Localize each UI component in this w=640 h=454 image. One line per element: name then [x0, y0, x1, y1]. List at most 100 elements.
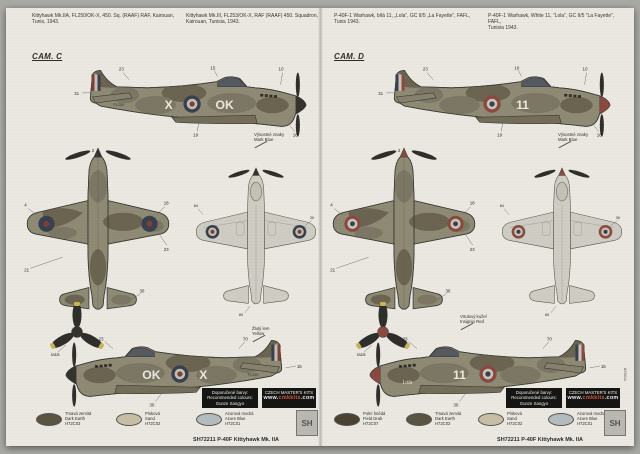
- edge-print-code: 829011: [623, 368, 628, 382]
- paint-code: H72C01: [225, 420, 241, 426]
- info-line: Recommended colours:: [511, 395, 557, 401]
- plan-view-lower: 84 30 89: [500, 167, 623, 317]
- annotation-line: Mark Blue: [254, 137, 274, 142]
- paint-name-en: Sand: [145, 415, 155, 421]
- annotation-line: Výsostné znaky: [558, 132, 589, 137]
- svg-text:89: 89: [545, 313, 549, 317]
- annotation-line: Yellow: [252, 331, 265, 336]
- chin-radiator: [556, 182, 568, 202]
- url-part: www.: [263, 395, 279, 402]
- svg-text:18: 18: [470, 201, 475, 206]
- paint-callouts: 23 70 15 30: [403, 337, 607, 408]
- side-profile-bottom: 11 Lola 23 70 15 30: [369, 337, 607, 408]
- cam-d-label: CAM. D: [334, 52, 365, 61]
- side-profile-top: X OK FL250 23 15 10 31 19 18: [74, 65, 307, 138]
- caption-scheme-d-czech: P-40F-1 Warhawk, bílá 11, „Lola“, GC II/…: [334, 13, 484, 25]
- svg-text:70: 70: [547, 337, 552, 342]
- paint-code: H72C07: [363, 420, 379, 426]
- svg-text:16: 16: [514, 65, 519, 70]
- website-url: www.cmkkits.com: [567, 396, 619, 401]
- paint-callouts: 23 15 10 31 19 18: [74, 65, 298, 137]
- svg-text:23: 23: [119, 67, 124, 72]
- paint-name-cs: Polní hnědá: [363, 411, 386, 416]
- website-box: CZECH MASTER'S KITS www.cmkkits.com: [566, 388, 620, 408]
- caption-line: P-40F-1 Warhawk, White 11, “Lola”, GC II…: [488, 13, 615, 26]
- annotation-line: Vrtulový kužel: [460, 314, 487, 319]
- spinner-hub: [377, 326, 389, 338]
- paint-name-en: Field Drab: [363, 415, 383, 421]
- svg-text:18: 18: [164, 201, 169, 206]
- upper-wing-roundel-left: [38, 215, 55, 232]
- paint-callouts: 2 4 18 23 21 30: [330, 148, 475, 300]
- spinner: [93, 147, 103, 158]
- spinner: [558, 167, 566, 176]
- fuselage-roundel: [171, 365, 189, 383]
- svg-text:30: 30: [453, 403, 458, 408]
- caption-line: Tunis 1943.: [334, 19, 360, 26]
- paint-callouts: 84 30 89: [194, 204, 314, 317]
- cam-c-label: CAM. C: [32, 52, 63, 61]
- paint-swatch: [406, 412, 432, 426]
- under-wing-roundel-left: [205, 224, 220, 239]
- svg-text:2: 2: [398, 148, 401, 153]
- svg-text:84: 84: [500, 204, 504, 208]
- svg-text:15: 15: [210, 65, 215, 70]
- url-part: .com: [300, 395, 315, 402]
- paint-code: H72C03: [65, 420, 81, 426]
- prop-callout: Ia15: [51, 352, 60, 357]
- paint-name-cs: Písková: [145, 411, 160, 416]
- paint-name-cs: Tmavá zemitá: [65, 411, 92, 416]
- info-line: Doporučené barvy:: [211, 390, 249, 395]
- serial-number: FL250: [113, 103, 124, 107]
- svg-text:31: 31: [378, 91, 383, 96]
- tactical-number: 11: [516, 98, 529, 112]
- svg-text:18: 18: [597, 133, 602, 138]
- caption-line: Kittyhawk Mk.III, FL253/OK-X, RAF (RAAF)…: [186, 13, 318, 19]
- under-wing-roundel-right: [292, 224, 307, 239]
- paint-swatch: [478, 412, 504, 426]
- camouflage-pattern: [348, 170, 470, 305]
- page-cam-c: Kittyhawk Mk.IIA, FL250/OK-X, 450. Sq. (…: [6, 8, 320, 446]
- paint-code: H72C02: [507, 420, 523, 426]
- svg-text:10: 10: [279, 67, 284, 72]
- website-url: www.cmkkits.com: [263, 396, 315, 401]
- caption-scheme-c-czech: Kittyhawk Mk.IIA, FL250/OK-X, 450. Sq. (…: [32, 13, 182, 25]
- plan-view-upper: 2 4 18 23 21 30: [24, 147, 169, 310]
- info-line: Gunze Sangyo: [519, 400, 549, 406]
- page-cam-d: P-40F-1 Warhawk, bílá 11, „Lola“, GC II/…: [320, 8, 634, 446]
- prop-callout: Ia15: [357, 352, 366, 357]
- paint-swatch: [334, 412, 360, 426]
- upper-wing-cocarde-right: [447, 215, 464, 232]
- svg-text:70: 70: [243, 337, 248, 342]
- nose-art-name: Lola: [403, 380, 413, 386]
- info-line: CZECH MASTER'S KITS: [568, 390, 618, 395]
- fin-flash: [271, 344, 281, 361]
- colour-note-box: Doporučené barvy: Recommended colours: G…: [506, 388, 562, 408]
- paint-name-cs: Azurová modrá: [577, 411, 606, 416]
- svg-text:21: 21: [330, 267, 335, 272]
- annotation-roundel: Výsostné znaky Mark Blue: [254, 132, 284, 149]
- svg-text:84: 84: [194, 204, 198, 208]
- paint-name-cs: Azurová modrá: [225, 411, 254, 416]
- annotation-line: Insignia Red: [460, 319, 484, 324]
- paint-callouts: 23 16 10 31 19 18: [378, 65, 602, 137]
- svg-text:4: 4: [330, 203, 333, 208]
- upper-wing-cocarde-left: [344, 215, 361, 232]
- svg-text:23: 23: [403, 337, 408, 342]
- svg-text:30: 30: [139, 289, 144, 294]
- plan-view-upper: 2 4 18 23 21 30: [330, 147, 475, 310]
- under-wing-cocarde-right: [598, 224, 613, 239]
- paint-code: H72C03: [435, 420, 451, 426]
- side-profile-bottom: OK X FL250 23 70 15 30: [65, 337, 302, 408]
- svg-text:23: 23: [99, 337, 104, 342]
- brand-logo: SH: [296, 410, 318, 436]
- spinner-hub: [71, 326, 83, 338]
- svg-text:2: 2: [92, 148, 95, 153]
- rudder-stripes: [575, 344, 585, 361]
- svg-text:31: 31: [74, 91, 79, 96]
- under-wing-cocarde-left: [511, 224, 526, 239]
- paint-name-en: Dark Earth: [435, 415, 456, 421]
